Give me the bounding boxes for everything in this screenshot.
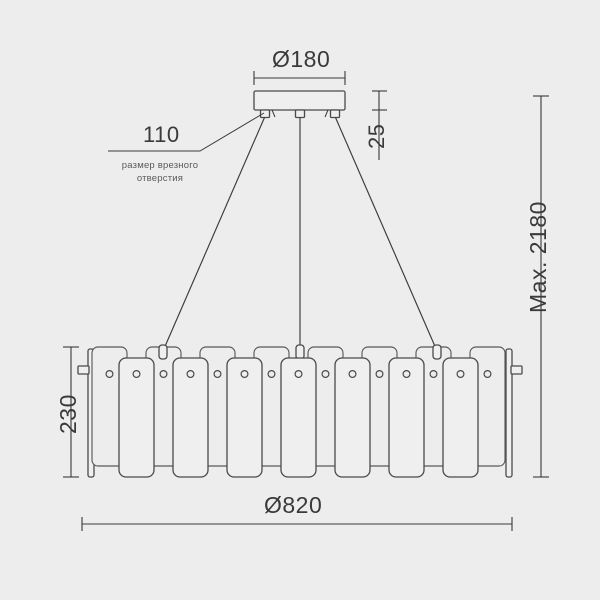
tube-holes-back [105,370,492,379]
dimension-canopy-height [372,90,387,160]
tube-cable-connectors [158,344,442,360]
fixture-body [77,344,523,478]
end-cap-right [505,348,523,478]
label-canopy-height: 25 [364,123,389,149]
label-canopy-diameter: Ø180 [272,46,331,72]
tube-row-back [91,346,506,467]
dimension-max-height [533,95,549,478]
label-max-height: Max. 2180 [525,201,551,313]
suspension-cables [162,117,438,352]
leader-line-cutout [108,112,265,152]
dimension-body-width [81,517,513,531]
label-cutout-note-line1: размер врезного [121,160,199,171]
canopy-plate [253,90,346,119]
dimension-canopy-width [253,71,346,85]
dimension-body-height [63,346,79,478]
label-cutout-note-line2: отверстия [136,173,184,184]
label-body-diameter: Ø820 [264,492,323,518]
label-cutout-size: 110 [143,122,180,147]
label-body-height: 230 [55,394,81,434]
tube-holes-front [132,370,465,379]
tube-row-front [118,357,479,478]
